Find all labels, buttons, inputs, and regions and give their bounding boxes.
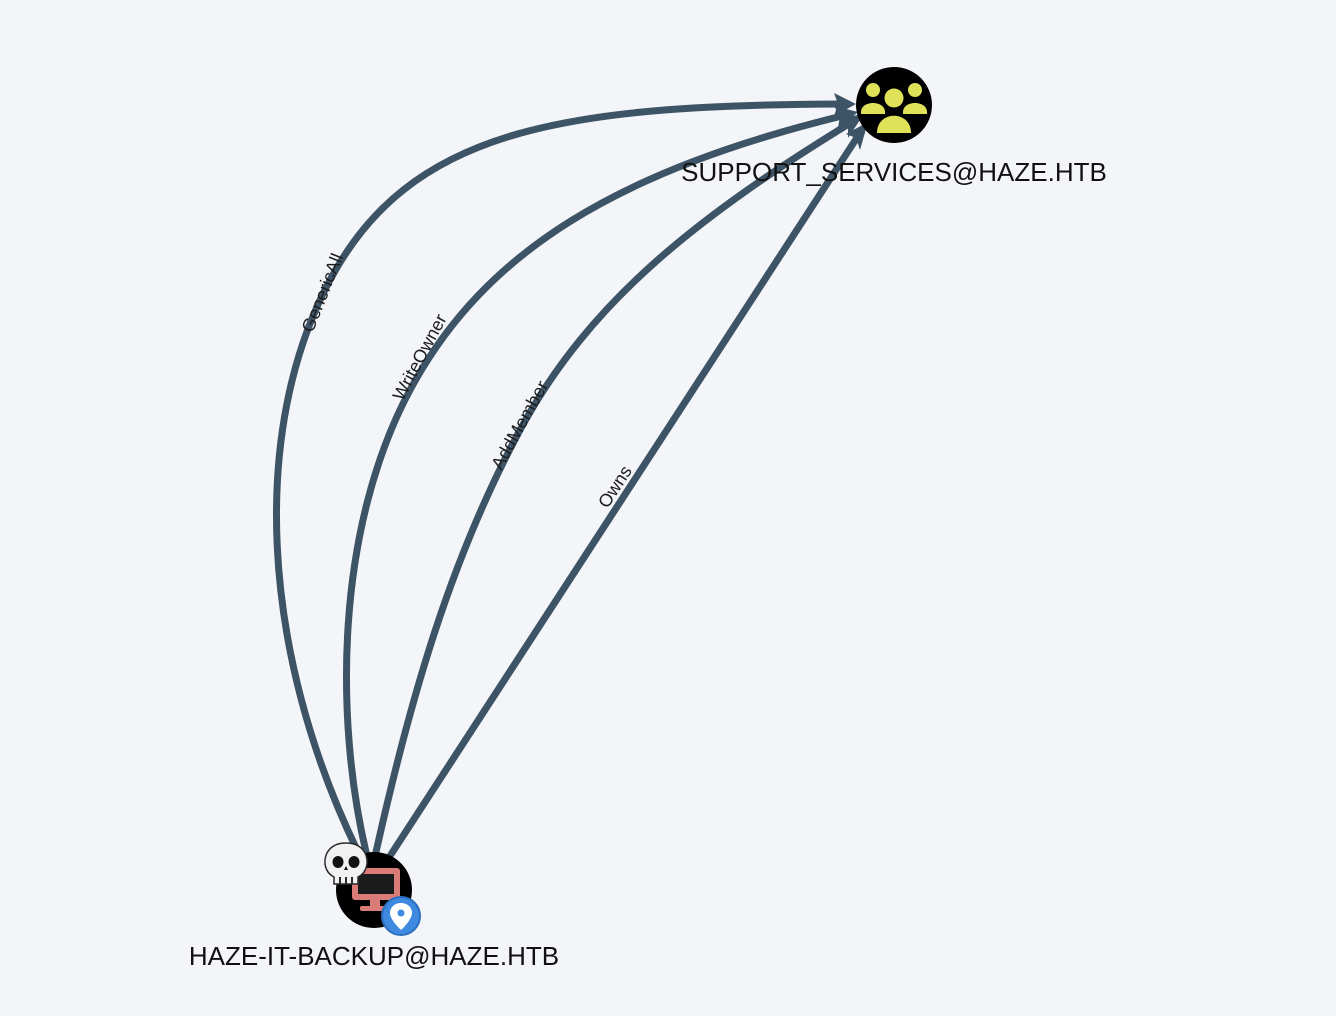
- node-haze-it-backup-label: HAZE-IT-BACKUP@HAZE.HTB: [189, 941, 559, 971]
- users-group-icon: [861, 83, 927, 133]
- location-pin-icon: [381, 896, 421, 936]
- edge-writeowner-line[interactable]: [342, 111, 850, 856]
- edge-owns-line[interactable]: [386, 132, 862, 860]
- edge-owns[interactable]: Owns: [386, 122, 868, 860]
- node-haze-it-backup[interactable]: HAZE-IT-BACKUP@HAZE.HTB: [189, 842, 559, 971]
- edge-addmember-label: AddMember: [487, 377, 552, 472]
- edge-genericall[interactable]: GenericAll: [273, 93, 856, 856]
- computer-monitor-icon: [352, 868, 400, 911]
- edge-genericall-label: GenericAll: [298, 251, 348, 335]
- node-support-services[interactable]: SUPPORT_SERVICES@HAZE.HTB: [681, 67, 1107, 187]
- edge-addmember-arrowhead: [840, 114, 864, 138]
- skull-icon: [324, 842, 368, 885]
- edges-layer: GenericAll WriteOwner AddMember Owns: [273, 93, 868, 860]
- edge-writeowner[interactable]: WriteOwner: [342, 106, 858, 856]
- edge-writeowner-label: WriteOwner: [389, 311, 451, 404]
- edge-owns-arrowhead: [846, 122, 868, 150]
- edge-genericall-line[interactable]: [273, 100, 846, 856]
- edge-addmember-line[interactable]: [372, 118, 856, 856]
- node-support-services-label: SUPPORT_SERVICES@HAZE.HTB: [681, 157, 1107, 187]
